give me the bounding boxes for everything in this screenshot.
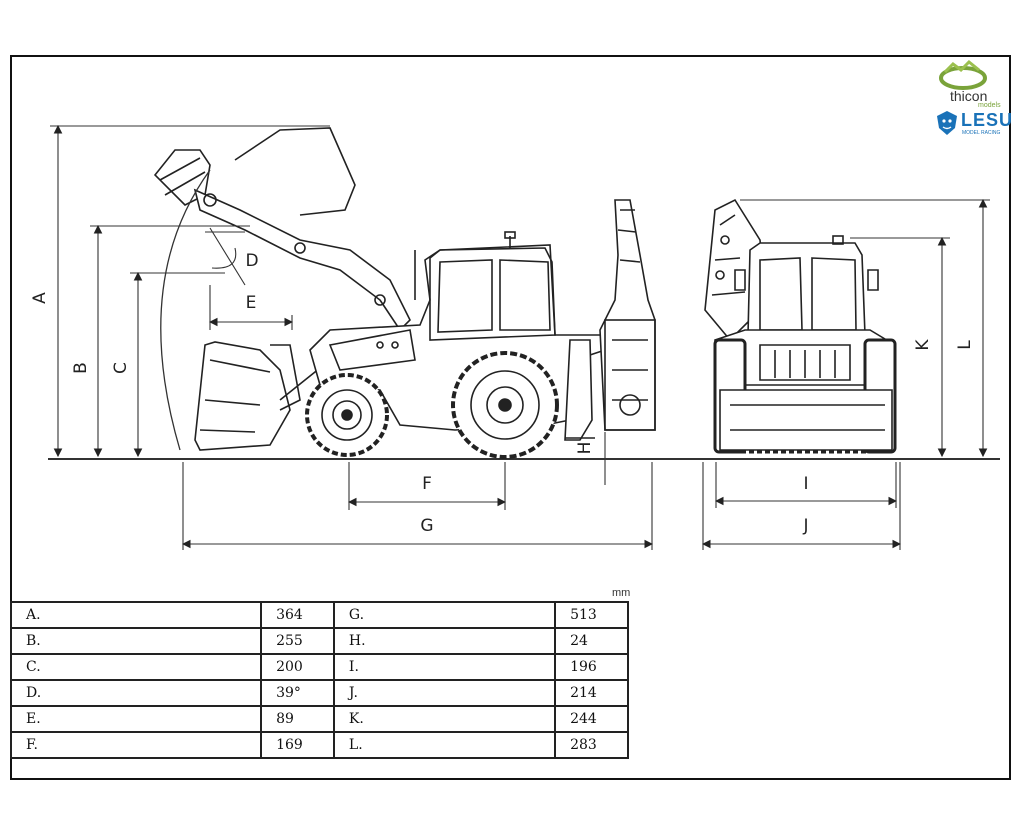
lesu-wordmark: LESU bbox=[961, 110, 1014, 130]
dimension-spec-table: A. 364 G. 513 B. 255 H. 24 C. 200 I. 196… bbox=[9, 601, 629, 759]
lesu-logo: LESU MODEL RACING bbox=[933, 110, 1018, 140]
spec-value: 39° bbox=[260, 679, 335, 707]
thicon-wordmark: thicon bbox=[950, 88, 988, 104]
spec-label: G. bbox=[332, 601, 557, 629]
side-view-backhoe bbox=[153, 127, 656, 459]
rear-view-backhoe bbox=[704, 198, 897, 454]
dim-label-l: L bbox=[955, 340, 975, 350]
spec-value: 214 bbox=[554, 679, 629, 707]
backhoe-dimension-drawing: A B C D E F G H I J K L bbox=[30, 124, 1000, 550]
dim-label-e: E bbox=[246, 293, 257, 313]
table-row: A. 364 G. 513 bbox=[9, 601, 629, 629]
drawing-frame bbox=[10, 55, 1011, 780]
spec-label: K. bbox=[332, 705, 557, 733]
spec-label: J. bbox=[332, 679, 557, 707]
dim-label-g: G bbox=[420, 516, 433, 536]
table-row: C. 200 I. 196 bbox=[9, 653, 629, 681]
dimension-lines bbox=[50, 124, 990, 550]
thicon-subtitle: models bbox=[978, 102, 1001, 109]
dim-label-k: K bbox=[913, 339, 933, 351]
thicon-logo: thicon models bbox=[930, 60, 1015, 110]
spec-value: 255 bbox=[260, 627, 335, 655]
dim-label-f: F bbox=[422, 474, 432, 494]
spec-label: A. bbox=[9, 601, 263, 629]
dim-label-a: A bbox=[30, 292, 50, 304]
spec-value: 364 bbox=[260, 601, 335, 629]
table-row: D. 39° J. 214 bbox=[9, 679, 629, 707]
dim-label-i: I bbox=[803, 474, 808, 494]
spec-label: I. bbox=[332, 653, 557, 681]
spec-value: 200 bbox=[260, 653, 335, 681]
spec-value: 513 bbox=[554, 601, 629, 629]
dim-label-c: C bbox=[111, 362, 131, 374]
spec-value: 196 bbox=[554, 653, 629, 681]
spec-label: L. bbox=[332, 731, 557, 759]
spec-value: 24 bbox=[554, 627, 629, 655]
dim-label-d: D bbox=[245, 251, 258, 271]
spec-value: 244 bbox=[554, 705, 629, 733]
spec-value: 89 bbox=[260, 705, 335, 733]
spec-label: E. bbox=[9, 705, 263, 733]
spec-value: 169 bbox=[260, 731, 335, 759]
dim-label-b: B bbox=[71, 362, 91, 374]
spec-label: D. bbox=[9, 679, 263, 707]
lesu-subtitle: MODEL RACING bbox=[962, 130, 1001, 136]
spec-label: C. bbox=[9, 653, 263, 681]
spec-label: H. bbox=[332, 627, 557, 655]
spec-label: B. bbox=[9, 627, 263, 655]
dim-label-j: J bbox=[802, 516, 808, 536]
dim-label-h: H bbox=[575, 442, 595, 455]
lion-icon bbox=[937, 111, 957, 135]
table-row: E. 89 K. 244 bbox=[9, 705, 629, 733]
table-row: B. 255 H. 24 bbox=[9, 627, 629, 655]
unit-label: mm bbox=[612, 587, 631, 599]
gear-icon bbox=[939, 60, 987, 90]
table-row: F. 169 L. 283 bbox=[9, 731, 629, 759]
spec-label: F. bbox=[9, 731, 263, 759]
spec-value: 283 bbox=[554, 731, 629, 759]
